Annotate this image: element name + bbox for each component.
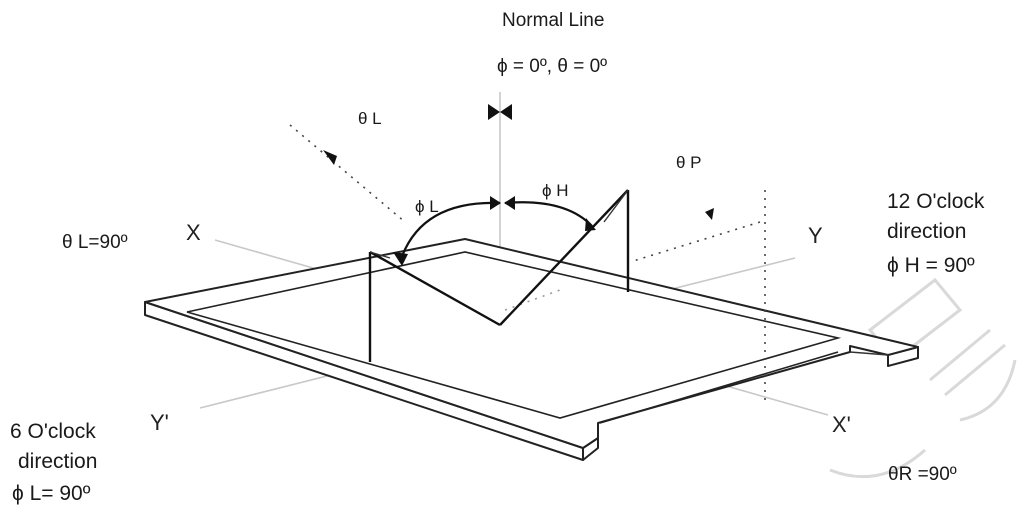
y-prime-axis-label: Y' <box>150 410 169 435</box>
watermark <box>829 277 1017 479</box>
phi-l-arc-arrow-icon <box>490 196 501 210</box>
inner-dotted-line <box>504 289 561 311</box>
panel-frame <box>144 238 919 461</box>
phi-l-label: ϕ L <box>415 197 439 216</box>
theta-l-90-label: θ L=90º <box>62 232 128 253</box>
clock12-line1: 12 O'clock <box>887 190 985 213</box>
theta-p-arrow-icon <box>705 208 714 220</box>
normal-line-angles: ϕ = 0º, θ = 0º <box>497 56 607 77</box>
clock6-line2: direction <box>18 450 97 473</box>
phi-h-arc-end-arrow-icon <box>585 218 596 231</box>
phi-h-arc <box>504 201 593 227</box>
clock12-line2: direction <box>887 220 966 243</box>
theta-p-ray <box>629 221 761 263</box>
phi-h-arc-arrow-icon <box>504 196 515 210</box>
theta-l-arrow-icon <box>323 150 337 165</box>
x-prime-axis-label: X' <box>832 412 851 437</box>
clock12-line3: ϕ H = 90º <box>887 254 975 277</box>
phi-l-arc <box>398 201 501 263</box>
theta-p-label: θ P <box>676 153 702 172</box>
phi-l-triangle <box>368 250 501 362</box>
clock6-line1: 6 O'clock <box>10 420 96 443</box>
theta-r-90-label: θR =90º <box>888 464 957 485</box>
normal-line-title: Normal Line <box>502 10 604 31</box>
clock6-line3: ϕ L= 90º <box>12 482 91 505</box>
theta-l-ray <box>289 124 406 223</box>
normal-marker-icon <box>488 104 512 120</box>
theta-l-label: θ L <box>358 109 382 128</box>
phi-h-triangle <box>499 189 630 326</box>
y-axis-label: Y <box>808 223 823 248</box>
phi-h-label: ϕ H <box>542 181 569 200</box>
x-axis-label: X <box>186 220 201 245</box>
phi-l-arc-end-arrow-icon <box>393 252 408 266</box>
